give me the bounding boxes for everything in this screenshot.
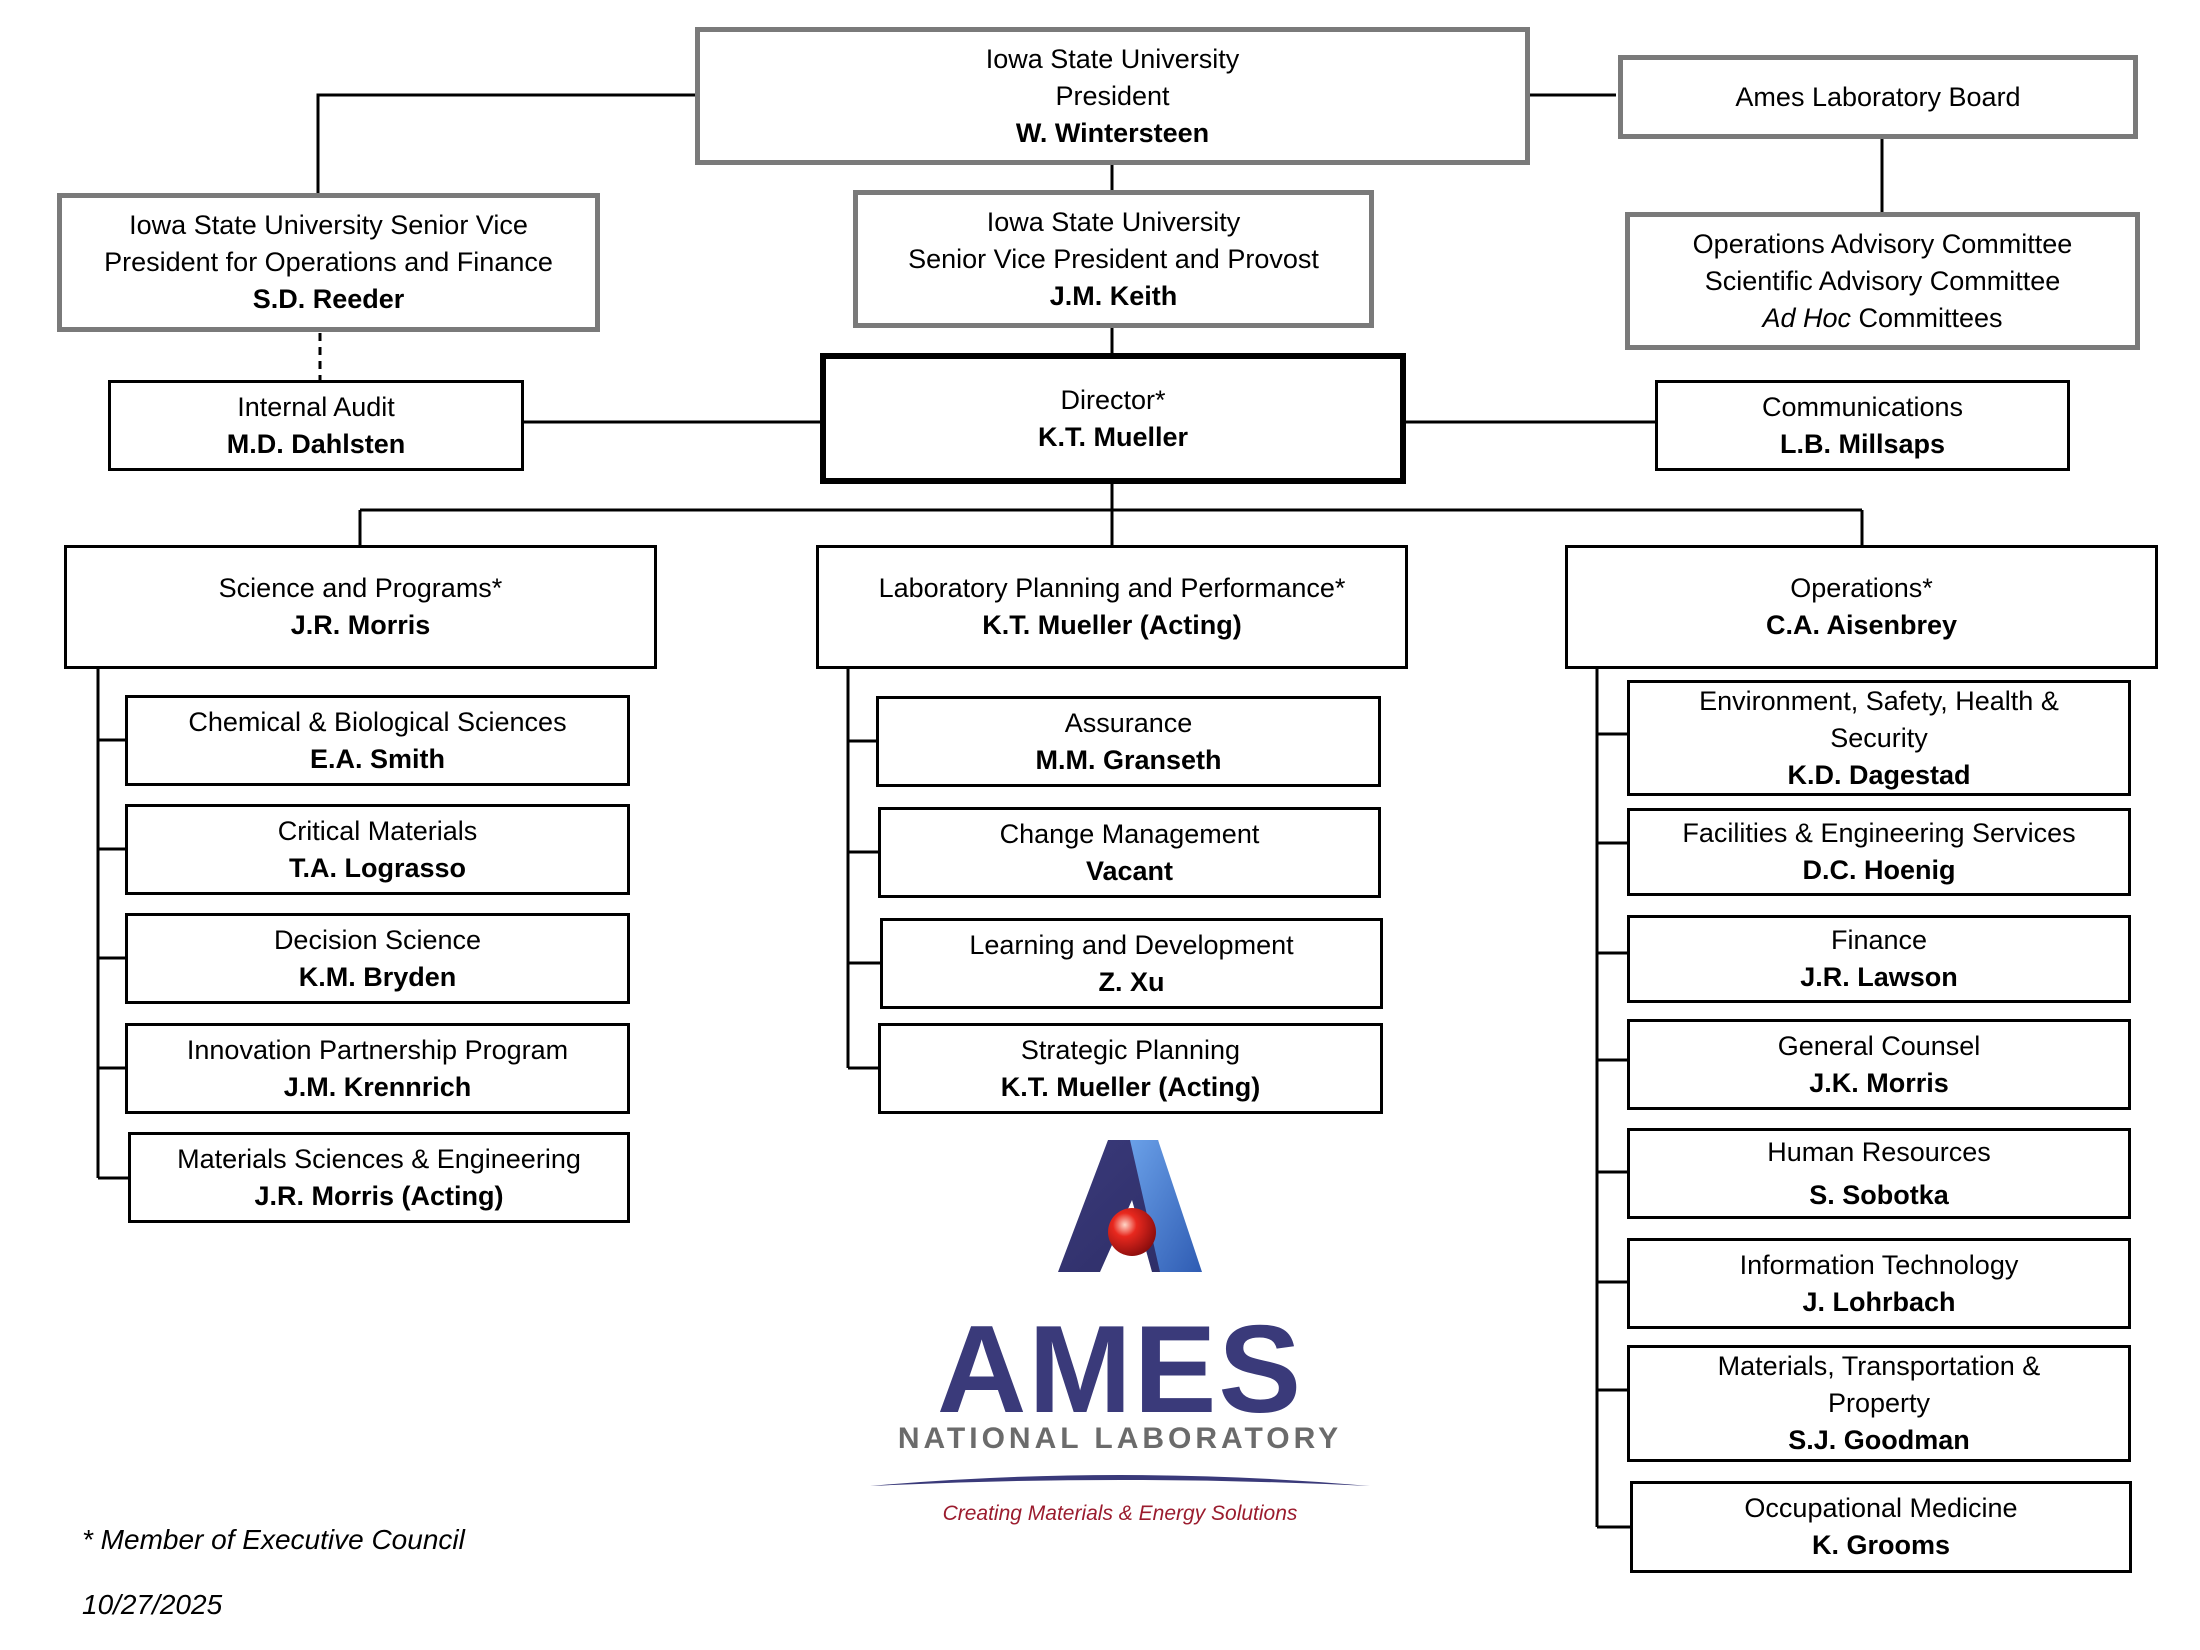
committees-line3: Ad Hoc Committees [1762, 300, 2002, 337]
unit-box: Materials, Transportation & Property S.J… [1627, 1345, 2131, 1462]
unit-title: Facilities & Engineering Services [1682, 818, 2076, 848]
unit-box: Learning and Development Z. Xu [880, 918, 1383, 1009]
unit-box: Human Resources S. Sobotka [1627, 1128, 2131, 1219]
unit-title: Human Resources [1767, 1136, 1991, 1167]
president-box: Iowa State University President W. Winte… [695, 27, 1530, 165]
unit-box: Environment, Safety, Health & Security K… [1627, 680, 2131, 796]
unit-name: Vacant [1085, 855, 1174, 886]
unit-name: S. Sobotka [1809, 1179, 1949, 1210]
unit-name: J. Lohrbach [1802, 1286, 1956, 1317]
unit-name: Z. Xu [1098, 966, 1165, 997]
committees-line2: Scientific Advisory Committee [1704, 265, 2061, 296]
unit-name: D.C. Hoenig [1802, 855, 1956, 885]
committees-line1: Operations Advisory Committee [1692, 228, 2073, 259]
unit-box: Decision Science K.M. Bryden [125, 913, 630, 1004]
division-operations-title: Operations* [1790, 573, 1933, 603]
unit-name: S.J. Goodman [1788, 1425, 1970, 1455]
unit-box: Critical Materials T.A. Lograsso [125, 804, 630, 895]
unit-title: Decision Science [273, 924, 482, 955]
unit-title: Environment, Safety, Health & Security [1699, 685, 2059, 753]
division-operations-box: Operations* C.A. Aisenbrey [1565, 545, 2158, 669]
unit-box: Materials Sciences & Engineering J.R. Mo… [128, 1132, 630, 1223]
unit-box: Chemical & Biological Sciences E.A. Smit… [125, 695, 630, 786]
communications-name: L.B. Millsaps [1779, 428, 1946, 459]
provost-box: Iowa State University Senior Vice Presid… [853, 190, 1374, 328]
committees-line3-rest: Committees [1851, 302, 2003, 333]
division-science-name: J.R. Morris [290, 610, 431, 640]
unit-box: Information Technology J. Lohrbach [1627, 1238, 2131, 1329]
unit-box: Finance J.R. Lawson [1627, 915, 2131, 1003]
division-planning-title: Laboratory Planning and Performance* [878, 573, 1346, 603]
division-science-box: Science and Programs* J.R. Morris [64, 545, 657, 669]
unit-name: J.K. Morris [1809, 1067, 1949, 1098]
unit-title: Critical Materials [277, 815, 478, 846]
division-operations-name: C.A. Aisenbrey [1765, 610, 1958, 640]
unit-title: Materials, Transportation & Property [1717, 1351, 2041, 1418]
unit-title: Change Management [999, 818, 1260, 849]
communications-title: Communications [1761, 391, 1964, 422]
unit-name: J.R. Morris (Acting) [254, 1180, 504, 1211]
svp-operations-name: S.D. Reeder [252, 284, 405, 314]
unit-title: Materials Sciences & Engineering [177, 1143, 581, 1174]
unit-box: Change Management Vacant [878, 807, 1381, 898]
ames-subtitle: NATIONAL LABORATORY [897, 1422, 1343, 1455]
unit-name: E.A. Smith [309, 743, 445, 774]
internal-audit-title: Internal Audit [237, 391, 395, 422]
president-name: W. Wintersteen [1015, 117, 1210, 148]
ames-logo: AMES NATIONAL LABORATORY Creating Materi… [860, 1140, 1380, 1540]
provost-name: J.M. Keith [1049, 280, 1178, 311]
executive-council-note: * Member of Executive Council [82, 1524, 465, 1555]
unit-box: Assurance M.M. Granseth [876, 696, 1381, 787]
ames-tagline: Creating Materials & Energy Solutions [942, 1502, 1298, 1525]
unit-title: General Counsel [1777, 1030, 1981, 1061]
internal-audit-name: M.D. Dahlsten [226, 428, 406, 459]
ames-wordmark: AMES [936, 1301, 1304, 1439]
provost-title: Senior Vice President and Provost [908, 243, 1319, 274]
unit-title: Assurance [1064, 707, 1193, 738]
director-box: Director* K.T. Mueller [820, 353, 1406, 484]
board-box: Ames Laboratory Board [1618, 55, 2138, 139]
provost-org: Iowa State University [986, 206, 1241, 237]
unit-name: K. Grooms [1811, 1530, 1951, 1560]
ames-a-mark-icon [1058, 1140, 1202, 1272]
director-name: K.T. Mueller [1037, 421, 1189, 452]
committees-box: Operations Advisory Committee Scientific… [1625, 212, 2140, 350]
svp-operations-line2: President for Operations and Finance [104, 247, 553, 277]
unit-box: Facilities & Engineering Services D.C. H… [1627, 808, 2131, 896]
unit-title: Chemical & Biological Sciences [188, 706, 567, 737]
division-planning-name: K.T. Mueller (Acting) [982, 610, 1242, 640]
communications-box: Communications L.B. Millsaps [1655, 380, 2070, 471]
board-title: Ames Laboratory Board [1735, 81, 2021, 112]
president-org: Iowa State University [985, 43, 1240, 74]
unit-name: T.A. Lograsso [288, 852, 467, 883]
unit-box: Strategic Planning K.T. Mueller (Acting) [878, 1023, 1383, 1114]
unit-box: Occupational Medicine K. Grooms [1630, 1481, 2132, 1573]
committees-line3-italic: Ad Hoc [1762, 302, 1851, 333]
director-title: Director* [1060, 384, 1166, 415]
unit-title: Strategic Planning [1020, 1034, 1241, 1065]
division-planning-box: Laboratory Planning and Performance* K.T… [816, 545, 1408, 669]
unit-box: Innovation Partnership Program J.M. Kren… [125, 1023, 630, 1114]
unit-title: Information Technology [1739, 1249, 2019, 1280]
unit-title: Innovation Partnership Program [186, 1034, 569, 1065]
president-title: President [1055, 80, 1170, 111]
unit-box: General Counsel J.K. Morris [1627, 1019, 2131, 1110]
svp-operations-box: Iowa State University Senior Vice Presid… [57, 193, 600, 332]
internal-audit-box: Internal Audit M.D. Dahlsten [108, 380, 524, 471]
unit-title: Occupational Medicine [1744, 1493, 2018, 1523]
unit-name: K.M. Bryden [298, 961, 457, 992]
unit-name: J.R. Lawson [1800, 962, 1958, 992]
unit-title: Learning and Development [969, 929, 1294, 960]
unit-name: J.M. Krennrich [283, 1071, 472, 1102]
unit-name: K.T. Mueller (Acting) [1000, 1071, 1261, 1102]
swoosh-divider-icon [870, 1475, 1370, 1486]
unit-name: M.M. Granseth [1035, 744, 1222, 775]
svp-operations-line1: Iowa State University Senior Vice [129, 210, 528, 240]
unit-name: K.D. Dagestad [1787, 759, 1971, 790]
unit-title: Finance [1830, 925, 1928, 955]
division-science-title: Science and Programs* [218, 573, 503, 603]
chart-date: 10/27/2025 [82, 1589, 223, 1620]
